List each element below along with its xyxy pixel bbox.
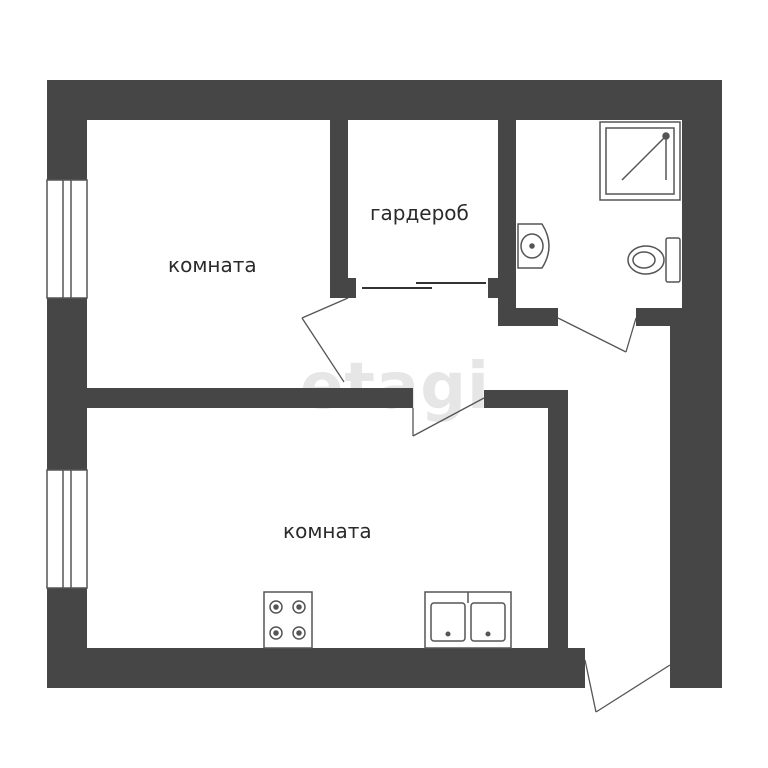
wall-room-wardrobe [330, 120, 348, 278]
room-label-top: комната [168, 253, 257, 277]
outer-wall-right-top [682, 80, 722, 310]
window-icon [46, 469, 88, 589]
sliding-door-icon [362, 282, 486, 289]
wall-bath-bottom-left [498, 308, 558, 326]
outer-wall-bottom [47, 648, 585, 688]
room-label-wardrobe: гардероб [370, 201, 469, 225]
toilet-icon [627, 237, 681, 283]
wall-stub-wardrobe-right [488, 278, 500, 298]
watermark: etagi [300, 350, 490, 424]
kitchen-sink-icon [424, 591, 512, 649]
wall-between-rooms [87, 388, 413, 408]
sink-icon [517, 223, 550, 269]
wall-stub-room-door [330, 278, 356, 298]
exit-wall-stub [567, 648, 585, 688]
wall-room-bottom-right [548, 390, 568, 660]
outer-wall-top [47, 80, 722, 120]
wall-room-bottom-top-right [484, 390, 568, 408]
shower-icon [599, 121, 681, 201]
door-swing-icon [301, 297, 671, 713]
window-icon [46, 179, 88, 299]
wall-bath-bottom-right [636, 308, 686, 326]
room-label-bottom: комната [283, 519, 372, 543]
outer-wall-right-lower [670, 310, 722, 688]
outer-wall-left [47, 80, 87, 688]
stove-icon [263, 591, 313, 649]
wall-wardrobe-bath [498, 120, 516, 325]
